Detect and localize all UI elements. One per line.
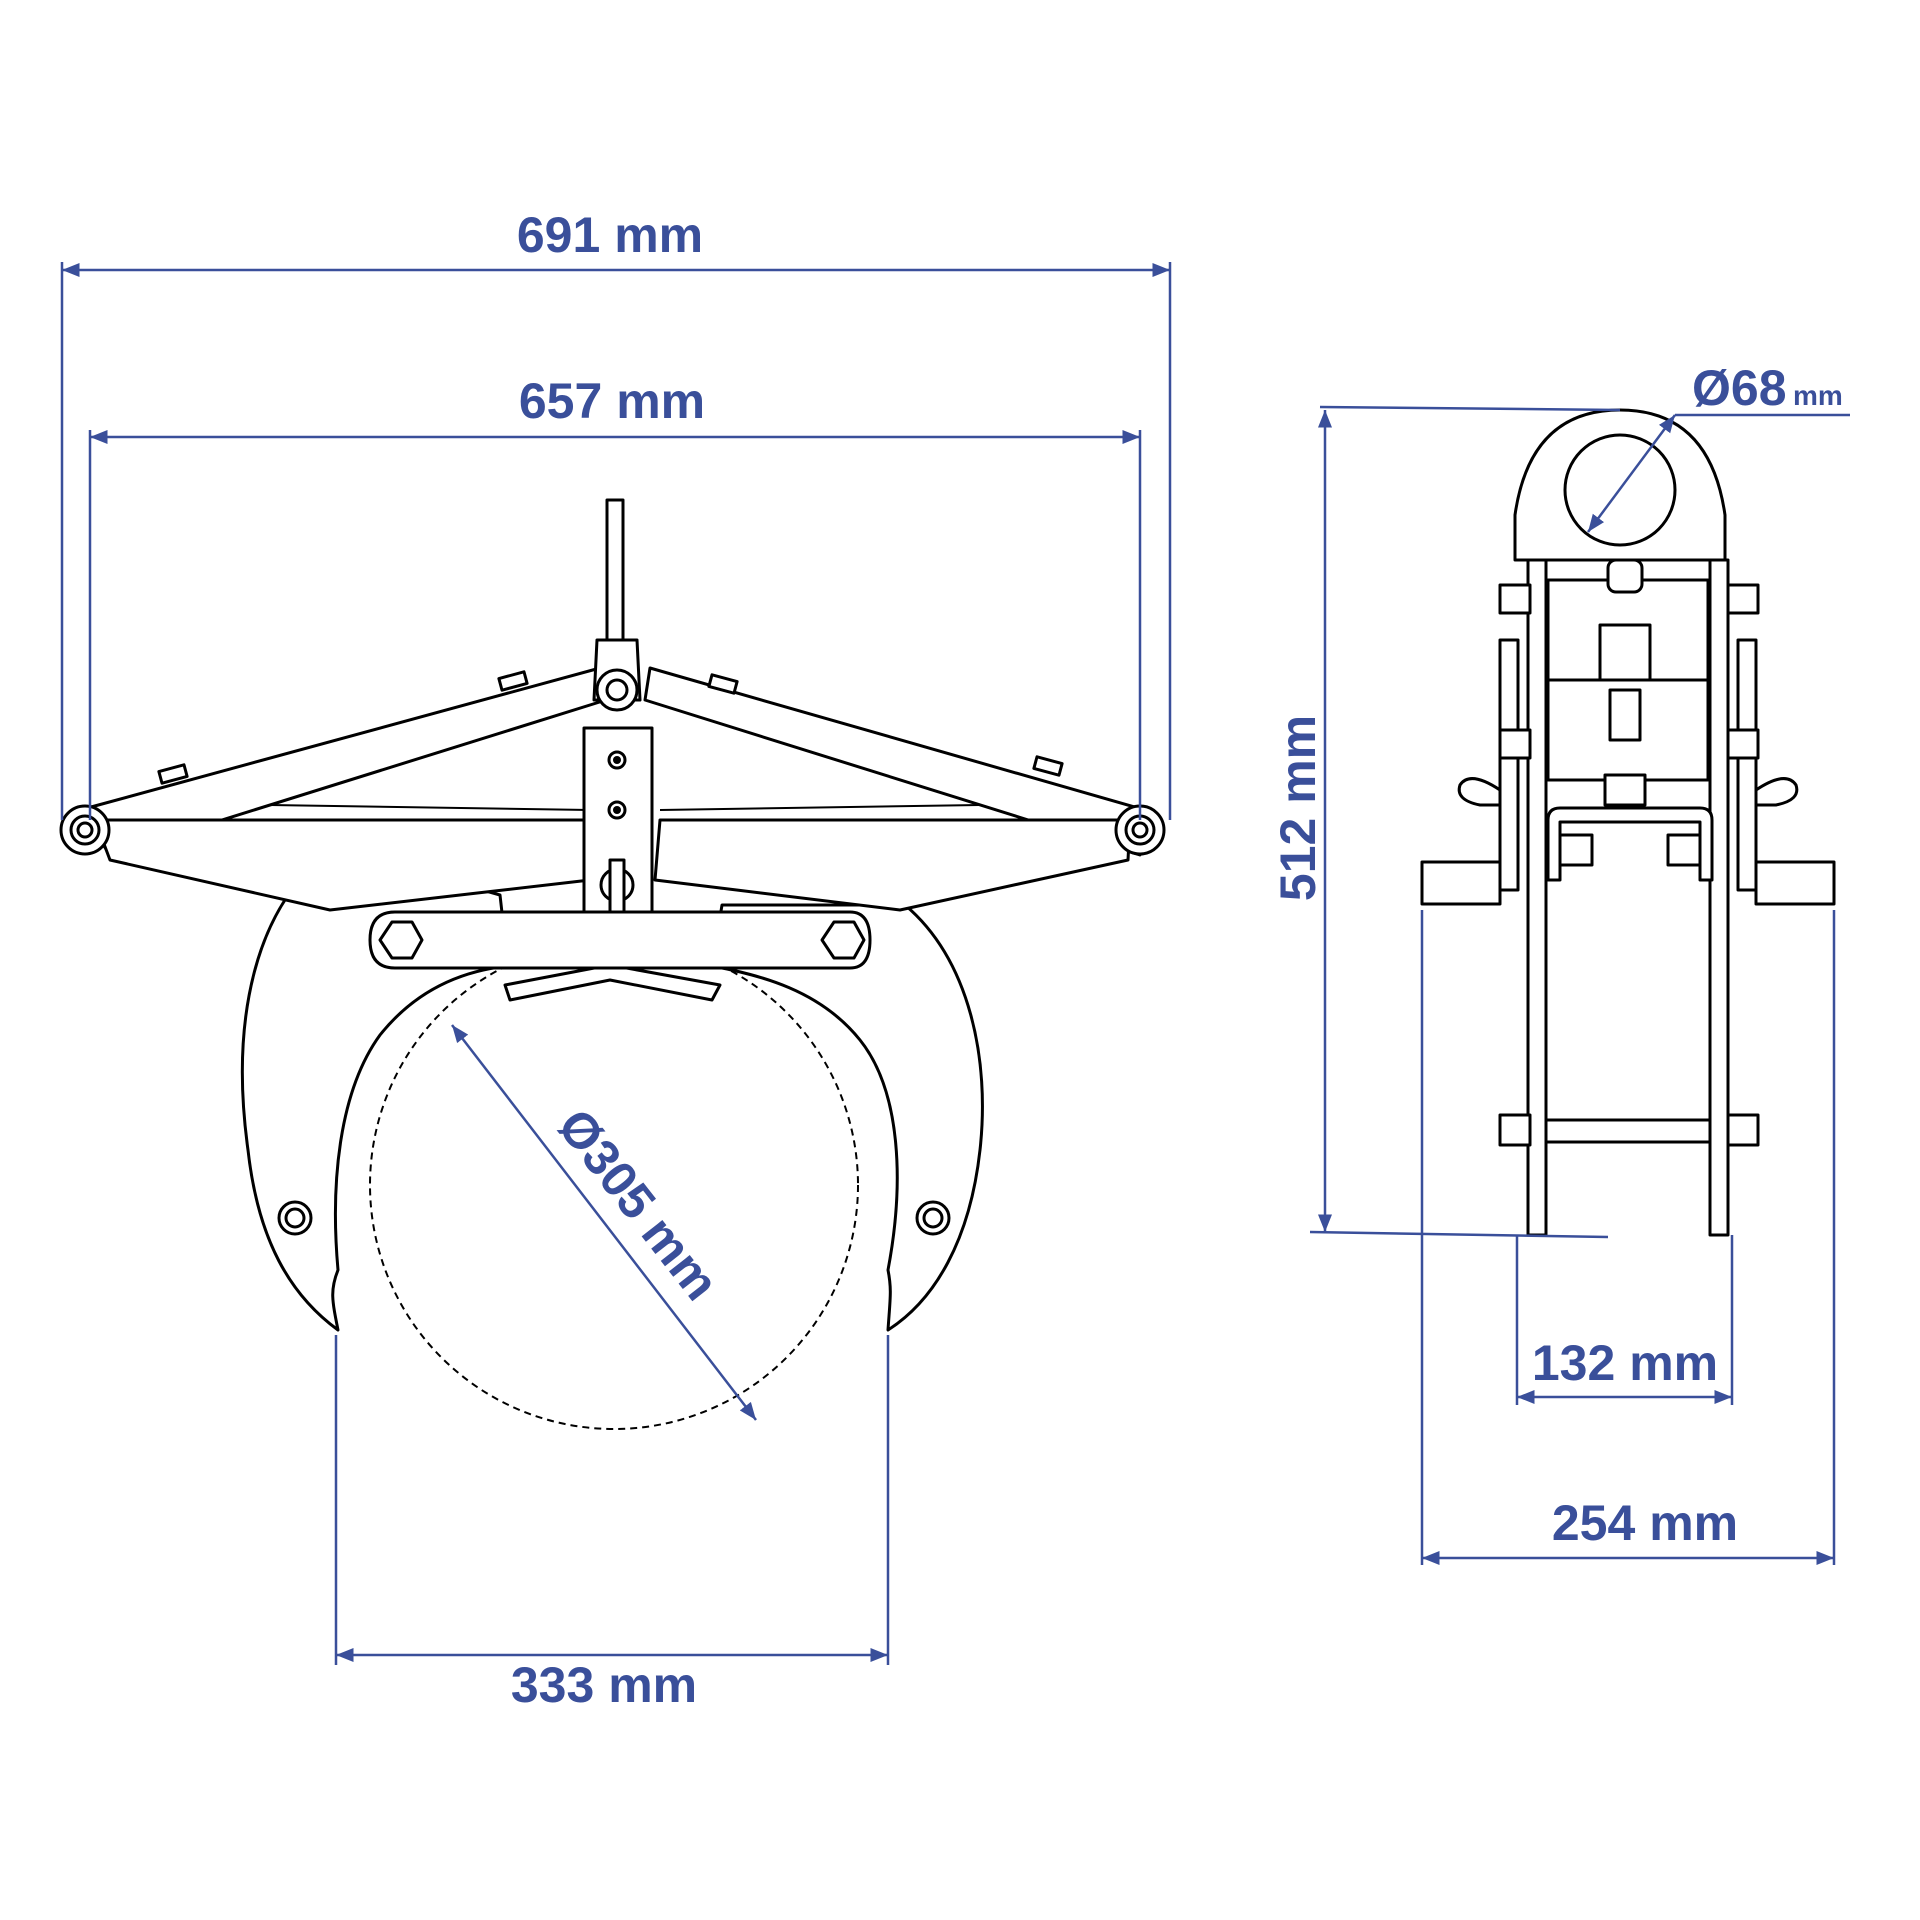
dim-label-254: 254 mm xyxy=(1552,1495,1738,1551)
right-foot-pad xyxy=(1754,860,1836,906)
right-wing-nut xyxy=(1754,777,1799,807)
dim-label-305: Ø305 mm xyxy=(547,1099,730,1311)
left-wing-nut xyxy=(1457,777,1502,807)
lower-cross-member xyxy=(1544,1118,1712,1144)
left-lower-beam xyxy=(93,818,592,912)
grip-pad xyxy=(503,963,722,1002)
side-view xyxy=(1420,408,1836,1237)
dim-label-68: Ø68 xyxy=(1692,360,1787,416)
right-side-plate xyxy=(1708,558,1730,1237)
right-lower-beam xyxy=(653,818,1132,912)
u-bracket xyxy=(1546,806,1714,882)
upper-bolt-row xyxy=(1498,583,1760,1147)
dim-label-333: 333 mm xyxy=(511,1657,697,1713)
dim-label-657: 657 mm xyxy=(519,373,705,429)
front-view xyxy=(59,498,1166,1430)
right-jaw-arm xyxy=(710,903,984,1332)
dim-label-691: 691 mm xyxy=(517,207,703,263)
dimension-lines xyxy=(60,262,1850,1665)
dim-label-68-unit: mm xyxy=(1793,380,1843,411)
left-foot-pad xyxy=(1420,860,1502,906)
dim-label-512: 512 mm xyxy=(1270,715,1326,901)
pipe-outline xyxy=(369,940,859,1430)
dim-label-132: 132 mm xyxy=(1532,1335,1718,1391)
link-bar xyxy=(368,910,872,970)
lifting-rod xyxy=(605,498,625,662)
